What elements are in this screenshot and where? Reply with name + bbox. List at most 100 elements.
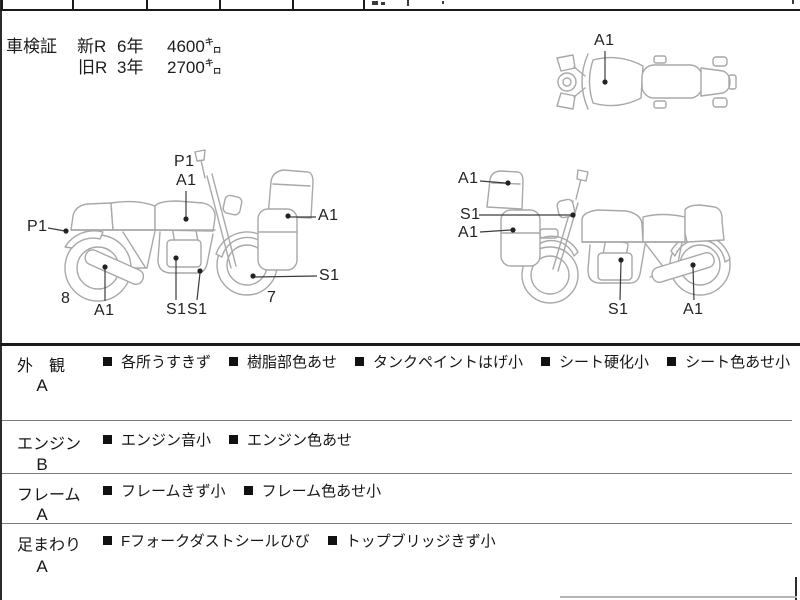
defect-label-s1-engine-a: S1 xyxy=(166,301,187,318)
mirror xyxy=(194,149,206,162)
defect-label-s1-front-wheel: S1 xyxy=(319,267,340,284)
shaken-title: 車検証 xyxy=(6,37,57,56)
bullet-square-icon xyxy=(541,357,551,366)
defect-label-s1-fork: S1 xyxy=(460,206,481,223)
condition-item: シート硬化小 xyxy=(541,351,649,372)
motorcycle-left-view-art xyxy=(47,149,318,302)
tail-end xyxy=(728,74,737,90)
header-text-remnant xyxy=(381,2,385,5)
condition-item-text: フレームきず小 xyxy=(121,483,226,500)
frame-tubes xyxy=(122,230,156,269)
defect-label-a1-muffler: A1 xyxy=(683,301,704,318)
shaken-row1-era: 新R xyxy=(77,37,107,56)
sheet-bottom-border xyxy=(560,596,797,598)
row-divider xyxy=(2,420,792,421)
defect-label-a1-cowl: A1 xyxy=(318,207,339,224)
front-panel xyxy=(257,208,298,271)
header-strip-tick xyxy=(219,0,221,9)
rear-wheel-number: 8 xyxy=(61,290,71,307)
defect-label-p1-fender: P1 xyxy=(27,218,48,235)
header-strip-tick xyxy=(1,0,3,9)
grab-handle-top xyxy=(712,56,728,67)
bullet-square-icon xyxy=(229,435,239,444)
mirror xyxy=(576,169,589,182)
windshield-arc xyxy=(581,53,589,110)
condition-item-text: タンクペイントはげ小 xyxy=(373,354,524,371)
header-strip-tick xyxy=(292,0,294,9)
shaken-row2-mileage: 2700㌔ xyxy=(167,58,222,77)
defect-label-a1-tank: A1 xyxy=(176,172,197,189)
condition-item: フレーム色あせ小 xyxy=(243,480,382,501)
condition-category-frame: フレーム xyxy=(17,487,81,504)
defect-label-s1-engine-b: S1 xyxy=(187,301,208,318)
shaken-row2-term: 3年 xyxy=(117,58,144,77)
engine-cradle xyxy=(587,244,646,284)
condition-item-text: フレーム色あせ小 xyxy=(261,483,382,500)
condition-category-engine: エンジン xyxy=(17,436,82,453)
condition-items-undercarriage: Fフォークダストシールひび トップブリッジきず小 xyxy=(103,530,496,551)
condition-item-text: シート硬化小 xyxy=(559,354,650,371)
bullet-square-icon xyxy=(243,486,253,495)
motorcycle-right-view-diagram: A1 S1 A1 S1 A1 xyxy=(430,155,760,330)
fuel-tank xyxy=(581,209,644,243)
condition-item: Fフォークダストシールひび xyxy=(103,530,310,551)
bullet-square-icon xyxy=(103,536,112,545)
rear-fender xyxy=(64,230,104,249)
bullet-square-icon xyxy=(355,357,365,366)
headlight xyxy=(556,198,576,219)
windscreen xyxy=(267,169,314,219)
front-wheel xyxy=(521,246,579,304)
condition-category-exterior: 外 観 xyxy=(17,358,66,375)
header-text-remnant xyxy=(372,1,378,5)
condition-item-text: シート色あせ小 xyxy=(685,354,791,371)
mirror-left-top xyxy=(556,54,576,72)
motorcycle-right-view-art xyxy=(479,169,731,304)
engine-block xyxy=(166,239,202,268)
front-fork xyxy=(206,175,232,269)
condition-top-border xyxy=(0,343,800,346)
condition-item: 各所うすきず xyxy=(103,351,211,372)
header-strip-tick xyxy=(72,0,74,9)
condition-item-text: 樹脂部色あせ xyxy=(247,354,338,371)
bullet-square-icon xyxy=(667,357,677,366)
tail-top xyxy=(700,67,731,97)
motorcycle-left-view-diagram: P1 A1 P1 A1 8 S1 S1 7 S1 A1 xyxy=(25,140,365,330)
condition-item: エンジン音小 xyxy=(103,429,211,450)
motorcycle-top-view-art xyxy=(556,51,737,110)
grab-handle-bottom xyxy=(712,97,728,108)
header-text-remnant xyxy=(407,0,409,6)
row-divider xyxy=(2,473,792,474)
fuel-tank xyxy=(154,200,216,232)
condition-item-text: エンジン色あせ xyxy=(247,432,353,449)
header-strip-tick xyxy=(363,0,365,9)
condition-item-text: Fフォークダストシールひび xyxy=(121,533,310,550)
defect-label-a1-screen: A1 xyxy=(458,170,479,187)
condition-item-text: 各所うすきず xyxy=(121,354,212,371)
bullet-square-icon xyxy=(327,536,337,545)
condition-item: シート色あせ小 xyxy=(667,351,790,372)
tail-cowl xyxy=(684,204,725,243)
bullet-square-icon xyxy=(103,357,112,366)
bullet-square-icon xyxy=(229,357,239,366)
condition-item: エンジン色あせ xyxy=(229,429,352,450)
footpeg-top xyxy=(653,55,667,64)
condition-items-exterior: 各所うすきず 樹脂部色あせ タンクペイントはげ小 シート硬化小 シート色あせ小 xyxy=(103,351,790,372)
engine-block xyxy=(597,252,633,281)
bullet-square-icon xyxy=(103,486,112,495)
defect-label-a1-muffler: A1 xyxy=(94,302,115,319)
condition-item: 樹脂部色あせ xyxy=(229,351,337,372)
condition-items-frame: フレームきず小 フレーム色あせ小 xyxy=(103,480,381,501)
header-strip-bottom-line xyxy=(0,9,800,11)
sheet-left-border xyxy=(0,0,2,600)
condition-grade-exterior: A xyxy=(36,376,48,395)
muffler xyxy=(651,251,715,283)
condition-item-text: エンジン音小 xyxy=(121,432,212,449)
defect-label-a1-panel: A1 xyxy=(458,224,479,241)
condition-grade-undercarriage: A xyxy=(36,557,48,576)
front-wheel-top xyxy=(557,72,577,92)
mirror-left-bottom xyxy=(556,92,576,110)
seat-top xyxy=(641,64,703,99)
condition-item-text: トップブリッジきず小 xyxy=(345,533,496,550)
header-text-remnant xyxy=(792,0,794,4)
